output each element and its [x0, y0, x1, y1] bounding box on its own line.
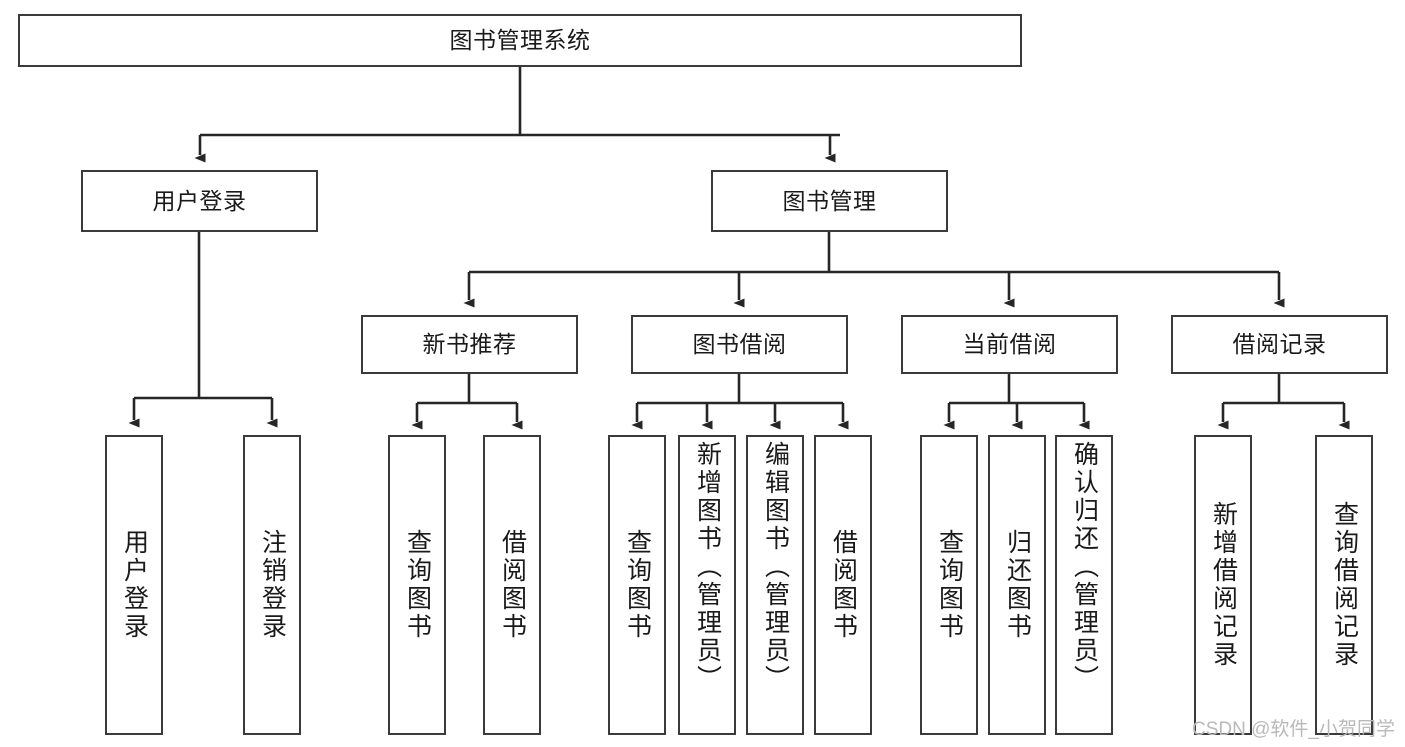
node-root[interactable]: 图书管理系统 [18, 14, 1022, 67]
node-leaf-user-login-label: 用户登录 [120, 529, 149, 641]
node-root-label: 图书管理系统 [449, 27, 591, 54]
node-leaf-logout-login-label: 注销登录 [258, 529, 287, 641]
node-leaf-confirm-return-label: 确认归还（管理员） [1070, 441, 1099, 693]
node-user-login-label: 用户登录 [152, 187, 247, 214]
node-leaf-return-book-label: 归还图书 [1003, 529, 1032, 641]
node-leaf-return-book[interactable]: 归还图书 [988, 435, 1046, 735]
node-leaf-query-record[interactable]: 查询借阅记录 [1315, 435, 1373, 735]
node-book-manage[interactable]: 图书管理 [711, 170, 948, 232]
node-book-borrow[interactable]: 图书借阅 [631, 315, 848, 374]
node-borrow-record[interactable]: 借阅记录 [1171, 315, 1388, 374]
node-book-manage-label: 图书管理 [782, 187, 877, 214]
node-leaf-query-book-1-label: 查询图书 [403, 529, 432, 641]
node-leaf-add-record-label: 新增借阅记录 [1209, 501, 1238, 669]
node-leaf-add-record[interactable]: 新增借阅记录 [1194, 435, 1252, 735]
node-leaf-add-book[interactable]: 新增图书（管理员） [678, 435, 736, 735]
node-leaf-query-book-2-label: 查询图书 [623, 529, 652, 641]
node-leaf-edit-book-label: 编辑图书（管理员） [761, 441, 790, 693]
node-leaf-edit-book[interactable]: 编辑图书（管理员） [746, 435, 804, 735]
csdn-watermark: CSDN @软件_小贺同学 [1192, 719, 1395, 740]
node-leaf-confirm-return[interactable]: 确认归还（管理员） [1055, 435, 1113, 735]
node-leaf-logout-login[interactable]: 注销登录 [243, 435, 301, 735]
node-leaf-query-book-3[interactable]: 查询图书 [920, 435, 978, 735]
node-leaf-borrow-book-2[interactable]: 借阅图书 [814, 435, 872, 735]
node-book-borrow-label: 图书借阅 [692, 331, 787, 358]
node-new-book-recommend[interactable]: 新书推荐 [361, 315, 578, 374]
node-current-borrow[interactable]: 当前借阅 [901, 315, 1118, 374]
node-leaf-query-book-1[interactable]: 查询图书 [388, 435, 446, 735]
node-leaf-borrow-book-2-label: 借阅图书 [829, 529, 858, 641]
node-borrow-record-label: 借阅记录 [1232, 331, 1327, 358]
node-leaf-add-book-label: 新增图书（管理员） [693, 441, 722, 693]
node-current-borrow-label: 当前借阅 [962, 331, 1057, 358]
node-leaf-query-book-2[interactable]: 查询图书 [608, 435, 666, 735]
node-user-login[interactable]: 用户登录 [81, 170, 318, 232]
node-leaf-query-book-3-label: 查询图书 [935, 529, 964, 641]
node-leaf-borrow-book-1[interactable]: 借阅图书 [483, 435, 541, 735]
node-new-book-recommend-label: 新书推荐 [422, 331, 517, 358]
node-leaf-user-login[interactable]: 用户登录 [105, 435, 163, 735]
node-leaf-query-record-label: 查询借阅记录 [1330, 501, 1359, 669]
node-leaf-borrow-book-1-label: 借阅图书 [498, 529, 527, 641]
